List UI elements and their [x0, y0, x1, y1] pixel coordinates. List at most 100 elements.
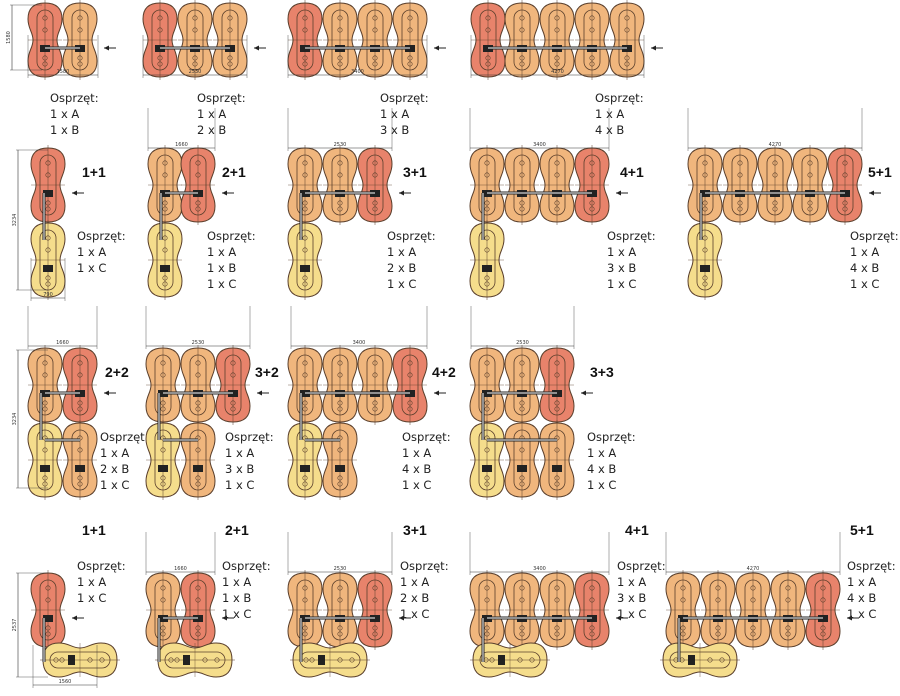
dimension-label: 3400 [351, 69, 364, 75]
unit-orange [504, 0, 540, 80]
equipment-line: 1 x A [617, 575, 646, 589]
dimension-label: 2530 [334, 566, 347, 572]
unit-orange [770, 570, 806, 650]
equipment-line: 1 x A [100, 446, 129, 460]
configuration-label: 2+1 [222, 164, 246, 180]
unit-orange [539, 420, 575, 500]
unit-yellow [687, 220, 723, 300]
equipment-line: 1 x C [100, 478, 129, 492]
equipment-line: 1 x C [607, 277, 636, 291]
equipment-title: Osprzęt: [617, 559, 666, 573]
unit-orange [469, 145, 505, 225]
dimension-label: 2537 [12, 619, 18, 632]
equipment-line: 1 x A [400, 575, 429, 589]
unit-orange [145, 570, 181, 650]
unit-red [142, 0, 178, 80]
unit-orange [504, 570, 540, 650]
configuration-label: 4+1 [625, 522, 649, 538]
unit-orange [27, 345, 63, 425]
dimension-label: 1660 [56, 340, 69, 346]
equipment-title: Osprzęt: [587, 430, 636, 444]
equipment-line: 1 x C [225, 478, 254, 492]
unit-orange [180, 420, 216, 500]
equipment-line: 3 x B [380, 123, 409, 137]
equipment-title: Osprzęt: [595, 91, 644, 105]
equipment-title: Osprzęt: [77, 229, 126, 243]
equipment-title: Osprzęt: [222, 559, 271, 573]
unit-orange [539, 0, 575, 80]
equipment-title: Osprzęt: [207, 229, 256, 243]
drive-arrow-icon [254, 45, 266, 51]
unit-yellow [469, 220, 505, 300]
unit-red [215, 345, 251, 425]
dimension-label: 4270 [769, 142, 782, 148]
equipment-line: 3 x B [617, 591, 646, 605]
unit-red [357, 145, 393, 225]
equipment-line: 1 x A [380, 107, 409, 121]
unit-yellow [30, 220, 66, 300]
unit-red [287, 0, 323, 80]
configuration-label: 1+1 [82, 522, 106, 538]
equipment-title: Osprzęt: [607, 229, 656, 243]
equipment-line: 1 x B [222, 591, 251, 605]
equipment-line: 4 x B [847, 591, 876, 605]
equipment-title: Osprzęt: [100, 430, 149, 444]
equipment-line: 2 x B [100, 462, 129, 476]
unit-orange [757, 145, 793, 225]
equipment-line: 1 x C [222, 607, 251, 621]
dimension-label: 4270 [551, 69, 564, 75]
equipment-line: 1 x A [387, 245, 416, 259]
dimension-label: 3400 [533, 566, 546, 572]
drive-arrow-icon [222, 190, 234, 196]
equipment-title: Osprzęt: [77, 559, 126, 573]
configuration-label: 5+1 [868, 164, 892, 180]
dimension-label: 1660 [174, 566, 187, 572]
unit-orange [609, 0, 645, 80]
unit-red [574, 145, 610, 225]
drive-arrow-icon [434, 390, 446, 396]
drive-arrow-icon [616, 615, 628, 621]
dimension-label: 3400 [353, 340, 366, 346]
unit-orange [62, 420, 98, 500]
unit-red [357, 570, 393, 650]
equipment-line: 1 x A [50, 107, 79, 121]
unit-orange [177, 0, 213, 80]
equipment-line: 1 x A [850, 245, 879, 259]
dimension-label: 2530 [516, 340, 529, 346]
unit-orange [212, 0, 248, 80]
equipment-title: Osprzęt: [225, 430, 274, 444]
drive-arrow-icon [869, 190, 881, 196]
equipment-line: 1 x A [225, 446, 254, 460]
unit-yellow [660, 642, 740, 678]
unit-yellow [147, 220, 183, 300]
configuration-label: 2+1 [225, 522, 249, 538]
drive-arrow-icon [257, 390, 269, 396]
unit-orange [504, 145, 540, 225]
unit-red [805, 570, 841, 650]
drive-arrow-icon [581, 390, 593, 396]
unit-orange [504, 345, 540, 425]
equipment-title: Osprzęt: [847, 559, 896, 573]
equipment-line: 1 x C [77, 591, 106, 605]
dimension-label: 790 [43, 292, 53, 298]
equipment-title: Osprzęt: [387, 229, 436, 243]
equipment-line: 3 x B [607, 261, 636, 275]
equipment-title: Osprzęt: [402, 430, 451, 444]
equipment-line: 3 x B [225, 462, 254, 476]
unit-red [470, 0, 506, 80]
configuration-label: 2+2 [105, 364, 129, 380]
unit-orange [145, 345, 181, 425]
configuration-label: 3+3 [590, 364, 614, 380]
unit-orange [504, 420, 540, 500]
drive-arrow-icon [222, 615, 234, 621]
equipment-line: 1 x C [207, 277, 236, 291]
unit-orange [469, 570, 505, 650]
equipment-line: 1 x A [402, 446, 431, 460]
